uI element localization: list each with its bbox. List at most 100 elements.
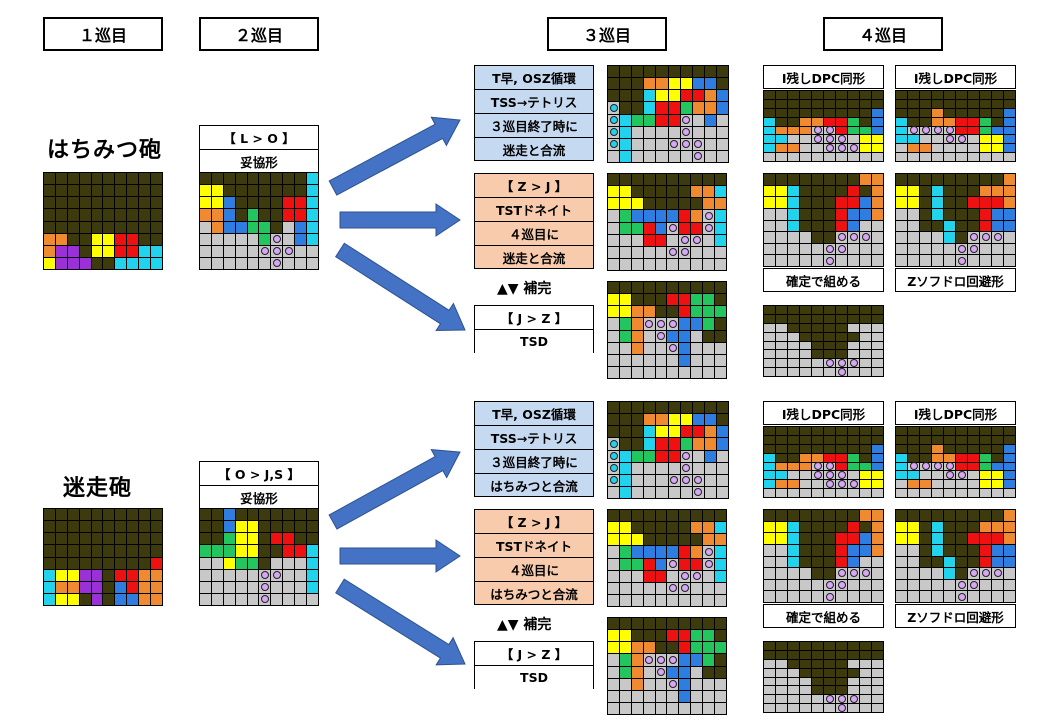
t-spin-dot-icon [272, 247, 281, 256]
board-cell [788, 232, 799, 243]
t-spin-dot-icon [849, 480, 858, 489]
board-cell [980, 568, 991, 579]
board-cell [932, 153, 943, 161]
board-cell [283, 581, 295, 593]
board-cell [631, 558, 643, 570]
board-cell [764, 341, 775, 350]
board-cell [643, 186, 655, 198]
board-cell [824, 314, 835, 323]
board-cell [631, 318, 643, 330]
board-cell [1004, 153, 1015, 161]
board-cell [692, 474, 704, 486]
t-spin-dot-icon [945, 471, 954, 480]
board-cell [992, 510, 1003, 521]
board-cell [824, 350, 835, 359]
board-cell [44, 581, 55, 593]
board-cell [860, 126, 871, 135]
board-cell [1004, 521, 1015, 533]
board-cell [632, 426, 644, 438]
t-spin-dot-icon [825, 462, 834, 471]
board-cell [247, 185, 259, 197]
board-cell [656, 438, 668, 450]
board-cell [956, 591, 967, 602]
board-cell [139, 533, 151, 545]
board-cell [667, 522, 679, 534]
board-cell [800, 341, 811, 350]
board-cell [211, 569, 223, 581]
board-cell [667, 258, 679, 270]
board-cell [932, 117, 943, 126]
board-cell [679, 594, 691, 606]
board-cell [91, 581, 103, 593]
board-cell [715, 258, 726, 270]
board-cell [968, 556, 979, 568]
board-cell [788, 568, 799, 579]
board-cell [115, 221, 127, 233]
t-spin-dot-icon [260, 571, 269, 580]
board-cell [259, 545, 271, 557]
board-cell [968, 544, 979, 556]
board-cell [631, 654, 643, 666]
board-cell [872, 153, 883, 161]
board-cell [643, 510, 655, 522]
board-cell [655, 198, 667, 210]
board-cell [79, 569, 91, 581]
board-cell [691, 354, 703, 366]
board-cell [956, 126, 967, 135]
t-spin-dot-icon [657, 668, 666, 677]
t-spin-dot-icon [704, 547, 713, 556]
board-cell [631, 690, 643, 702]
board-cell [619, 534, 631, 546]
board-cell [668, 150, 680, 162]
board-cell [91, 521, 103, 533]
board-cell [283, 233, 295, 245]
board-cell [848, 510, 859, 521]
board-cell [631, 642, 643, 654]
fourth-cap-1d: Zソフドロ回避形 [895, 268, 1016, 292]
board-cell [776, 117, 787, 126]
board-cell [764, 510, 775, 521]
board-cell [860, 243, 871, 255]
board-cell [235, 185, 247, 197]
board-cell [247, 257, 259, 269]
board-cell [55, 557, 67, 569]
board-cell [620, 90, 632, 102]
board-cell [608, 690, 619, 702]
board-cell [860, 350, 871, 359]
board-cell [860, 695, 871, 704]
board-cell [992, 108, 1003, 117]
board-cell [932, 126, 943, 135]
board-cell [788, 135, 799, 144]
board-cell [703, 558, 715, 570]
t-spin-dot-icon [825, 245, 834, 254]
board-cell [259, 581, 271, 593]
board-cell [271, 557, 283, 569]
board-cell [896, 435, 907, 444]
t-spin-dot-icon [957, 256, 966, 265]
board-cell [824, 91, 835, 99]
board-cell [968, 91, 979, 99]
board-cell [211, 221, 223, 233]
board-cell [812, 144, 823, 153]
board-cell [860, 471, 871, 480]
board-cell [956, 544, 967, 556]
board-cell [55, 185, 67, 197]
board-cell [632, 90, 644, 102]
t-spin-dot-icon [825, 471, 834, 480]
board-cell [848, 650, 859, 659]
board-cell [860, 359, 871, 368]
board-cell [764, 533, 775, 544]
t-spin-dot-icon [813, 462, 822, 471]
board-cell [115, 569, 127, 581]
board-cell [643, 678, 655, 690]
fourth-cap-2d: Zソフドロ回避形 [895, 604, 1016, 628]
board-cell [223, 233, 235, 245]
board-cell [55, 233, 67, 245]
t-spin-dot-icon [682, 452, 691, 461]
board-cell [235, 245, 247, 257]
board-cell [668, 438, 680, 450]
board-cell [644, 90, 656, 102]
board-cell [896, 144, 907, 153]
board-cell [139, 245, 151, 257]
board-cell [247, 593, 259, 605]
